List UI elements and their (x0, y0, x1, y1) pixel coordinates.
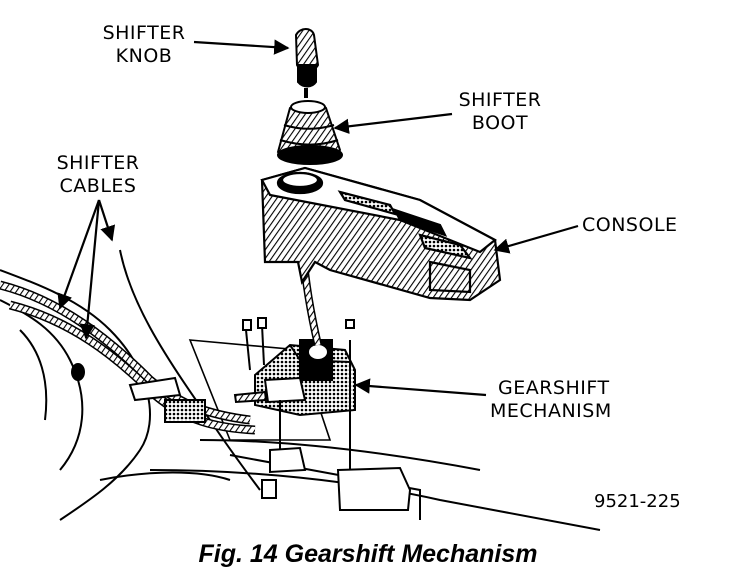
console-label: CONSOLE (582, 214, 678, 236)
figure-id: 9521-225 (594, 491, 681, 512)
gearshift-mechanism-label-line-2: MECHANISM (490, 400, 612, 422)
shifter-knob-label-line-1: SHIFTER (102, 22, 186, 44)
shifter-cables-label: SHIFTER CABLES (46, 152, 150, 198)
shifter-knob-label-line-2: KNOB (115, 45, 173, 67)
gearshift-mechanism-label-line-1: GEARSHIFT (498, 377, 610, 399)
shifter-boot-label-line-1: SHIFTER (458, 89, 542, 111)
shifter-boot-label: SHIFTER BOOT (452, 89, 548, 135)
shifter-cables (0, 280, 256, 435)
shifter-knob-label: SHIFTER KNOB (96, 22, 192, 68)
console (260, 166, 502, 302)
leader-arrows (57, 39, 579, 397)
gearshift-mechanism (233, 317, 412, 511)
figure-caption: Fig. 14 Gearshift Mechanism (198, 540, 538, 568)
gearshift-mechanism-label: GEARSHIFT MECHANISM (490, 377, 612, 423)
shifter-cables-label-line-2: CABLES (59, 175, 137, 197)
shifter-boot (276, 100, 343, 165)
shifter-knob (294, 28, 320, 98)
shifter-boot-label-line-2: BOOT (471, 112, 529, 134)
shifter-cables-label-line-1: SHIFTER (56, 152, 140, 174)
